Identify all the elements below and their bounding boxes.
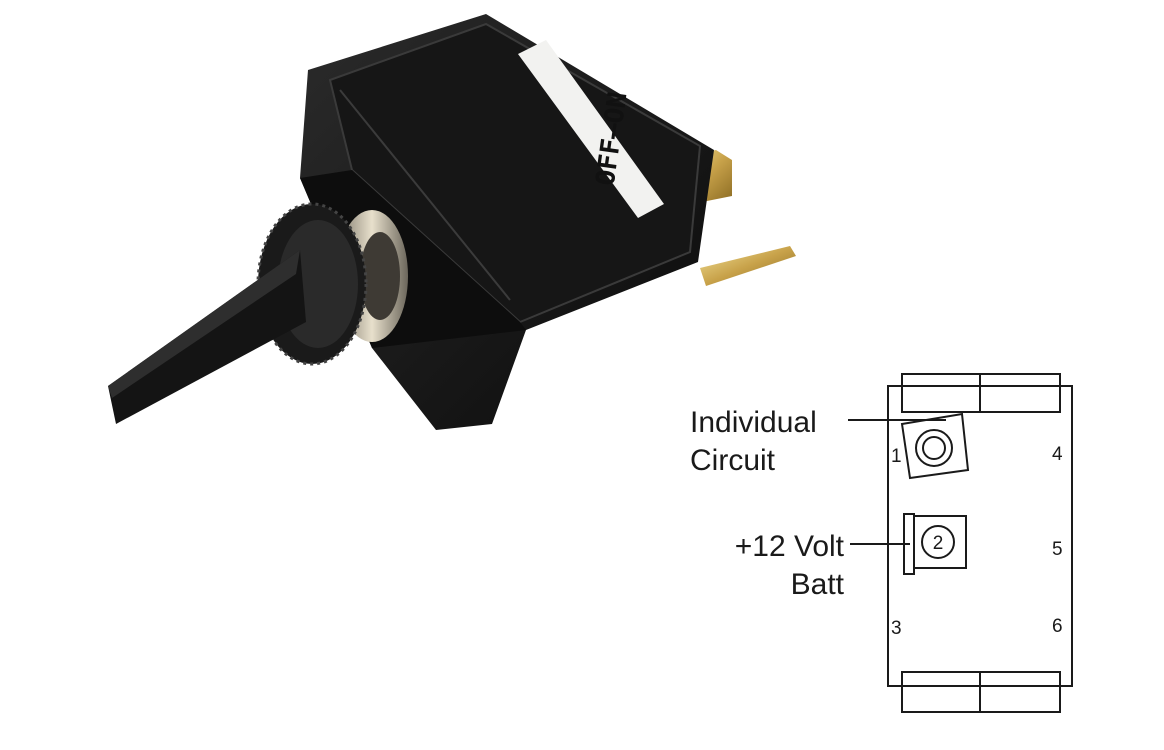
diagram-outline	[887, 373, 1073, 713]
terminal-number-5: 5	[1052, 539, 1063, 560]
terminal-number-6: 6	[1052, 616, 1063, 637]
callout-battery-line1: +12 Volt	[735, 530, 845, 563]
switch-body	[300, 14, 714, 430]
callout-individual-circuit-line1: Individual	[690, 406, 817, 439]
terminal-number-4: 4	[1052, 444, 1063, 465]
terminal-number-3: 3	[891, 618, 902, 639]
callout-battery-line2: Batt	[791, 568, 845, 601]
callout-individual-circuit-line2: Circuit	[690, 444, 776, 477]
terminal-number-2: 2	[933, 533, 944, 554]
terminal-number-1: 1	[891, 446, 902, 467]
toggle-lever	[108, 250, 306, 424]
terminal-1-icon	[900, 412, 970, 480]
